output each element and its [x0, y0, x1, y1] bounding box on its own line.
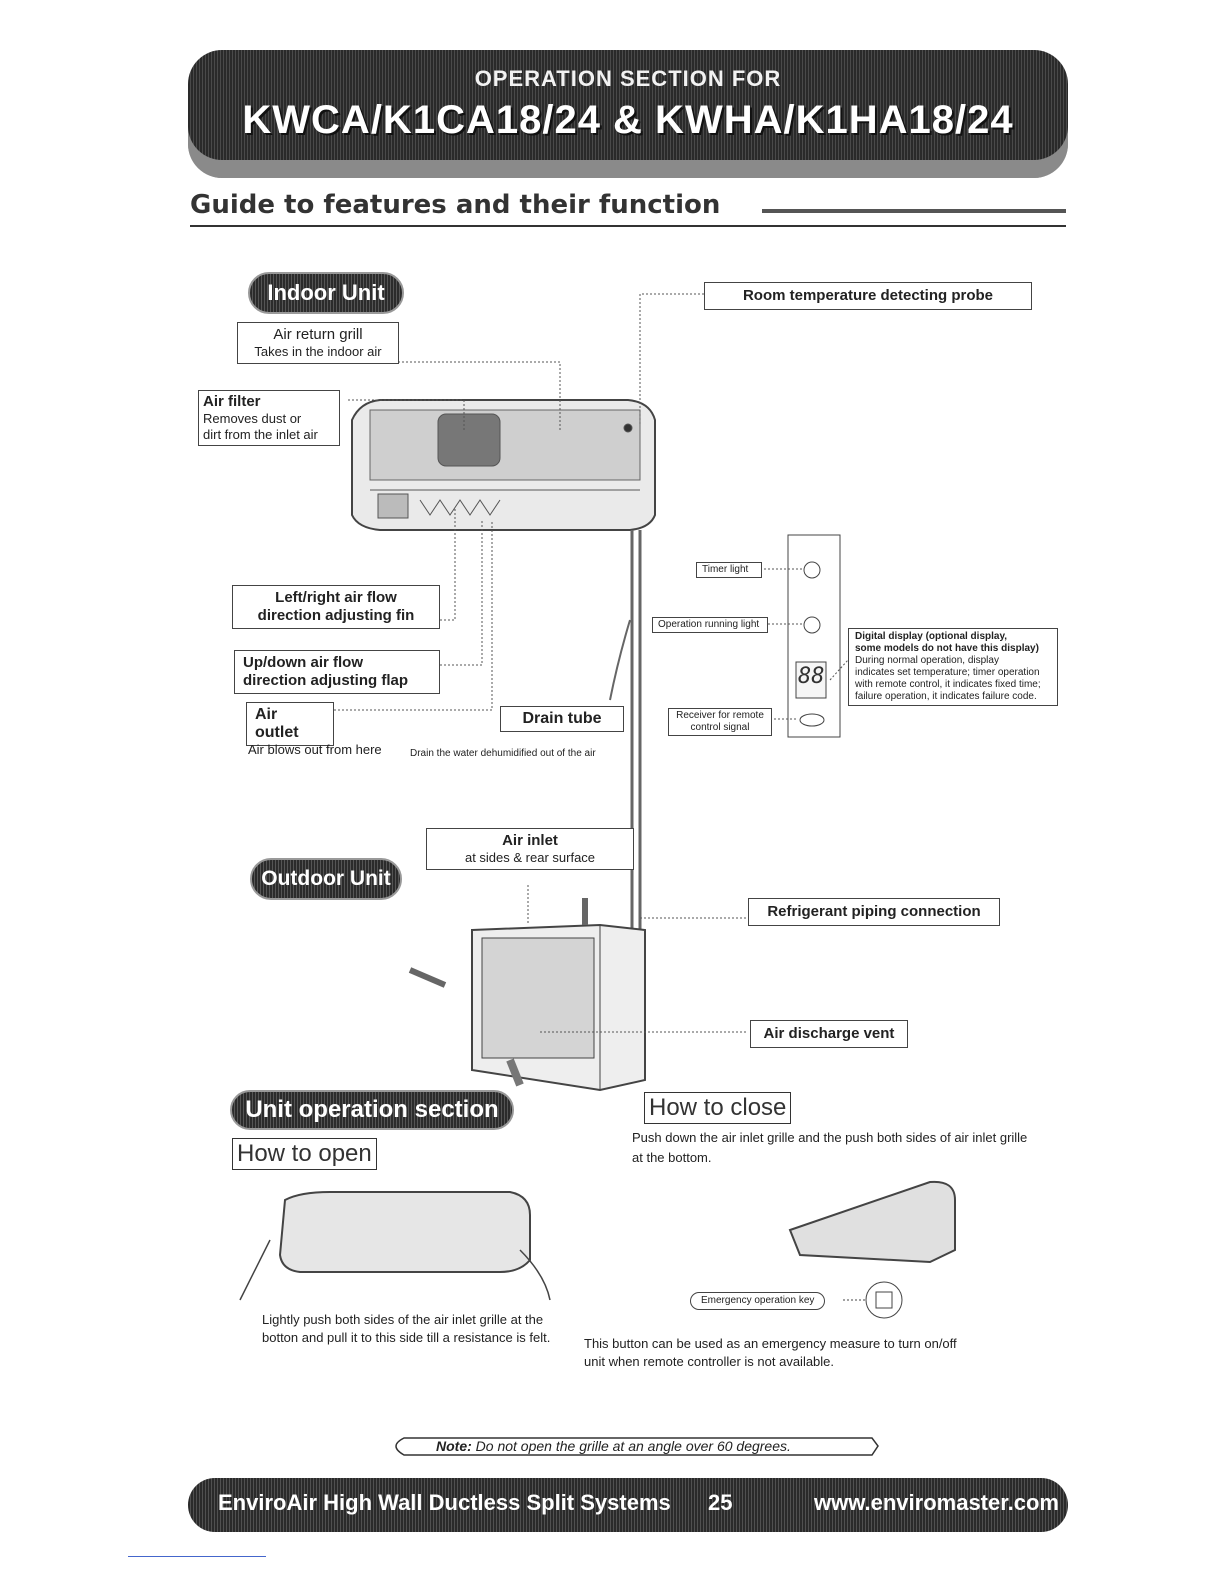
- display-line-4: indicates set temperature; timer operati…: [855, 667, 1040, 678]
- running-light-label: Operation running light: [652, 617, 768, 633]
- open-unit-drawing: [239, 1191, 551, 1301]
- digital-display-box: Digital display (optional display, some …: [848, 628, 1058, 706]
- how-to-close-title: How to close: [644, 1092, 792, 1124]
- footer-title: EnviroAir High Wall Ductless Split Syste…: [218, 1490, 671, 1515]
- emergency-desc-line-1: This button can be used as an emergency …: [584, 1336, 957, 1351]
- indoor-unit-label: Indoor Unit: [248, 272, 404, 314]
- flap-line-2: direction adjusting flap: [243, 672, 409, 689]
- close-desc-line-1: Push down the air inlet grille and the p…: [632, 1130, 1028, 1145]
- display-line-1: Digital display (optional display,: [855, 631, 1008, 642]
- air-filter-title: Air filter: [203, 393, 261, 410]
- drain-tube-label: Drain tube: [500, 706, 624, 732]
- display-line-6: failure operation, it indicates failure …: [855, 691, 1037, 702]
- room-probe-label: Room temperature detecting probe: [704, 282, 1032, 310]
- header-banner: [188, 50, 1068, 178]
- note-label: Note:: [436, 1438, 472, 1454]
- note-text: Do not open the grille at an angle over …: [475, 1438, 791, 1454]
- section-title: Guide to features and their function: [190, 190, 721, 220]
- display-line-2: some models do not have this display): [855, 643, 1039, 654]
- display-line-5: with remote control, it indicates fixed …: [855, 679, 1041, 690]
- control-panel-drawing: [787, 534, 841, 738]
- emergency-key-label: Emergency operation key: [690, 1292, 826, 1310]
- timer-light-label: Timer light: [696, 562, 762, 578]
- header-title: KWCA/K1CA18/24 & KWHA/K1HA18/24: [242, 98, 1014, 142]
- note: Note: Do not open the grille at an angle…: [436, 1438, 791, 1455]
- footer-website: www.enviromaster.com: [814, 1490, 1059, 1515]
- footer-page-number: 25: [708, 1490, 733, 1515]
- close-unit-drawing: [788, 1180, 956, 1319]
- display-line-3: During normal operation, display: [855, 655, 999, 666]
- header-subtitle: OPERATION SECTION FOR: [474, 66, 782, 91]
- receiver-line-2: control signal: [690, 722, 750, 733]
- how-to-open-title: How to open: [232, 1138, 377, 1170]
- air-outlet-label: Air outlet: [246, 702, 334, 746]
- discharge-label: Air discharge vent: [750, 1020, 908, 1048]
- outdoor-unit-label: Outdoor Unit: [250, 858, 402, 900]
- title-rule-accent: [762, 209, 1066, 213]
- footer-banner: EnviroAir High Wall Ductless Split Syste…: [188, 1478, 1068, 1532]
- receiver-line-1: Receiver for remote: [676, 710, 764, 721]
- title-rule: [190, 225, 1066, 227]
- close-desc-line-2: at the bottom.: [632, 1150, 712, 1165]
- air-filter-box: Air filter Removes dust or dirt from the…: [198, 390, 340, 446]
- note-outline: [395, 1437, 879, 1456]
- flap-line-1: Up/down air flow: [243, 654, 363, 671]
- air-filter-desc-2: dirt from the inlet air: [203, 427, 318, 442]
- operation-section-label: Unit operation section: [230, 1090, 514, 1130]
- air-return-grill-box: Air return grill Takes in the indoor air: [237, 322, 399, 364]
- air-inlet-box: Air inlet at sides & rear surface: [426, 828, 634, 870]
- drain-tube-desc: Drain the water dehumidified out of the …: [410, 748, 596, 759]
- air-outlet-desc: Air blows out from here: [248, 742, 382, 757]
- indoor-unit-drawing: [351, 399, 656, 531]
- receiver-label: Receiver for remote control signal: [668, 708, 772, 736]
- air-inlet-desc: at sides & rear surface: [464, 850, 596, 865]
- fin-line-2: direction adjusting fin: [257, 607, 415, 624]
- outdoor-unit-drawing: [408, 898, 646, 1092]
- fin-line-1: Left/right air flow: [275, 589, 397, 606]
- open-desc-line-2: botton and pull it to this side till a r…: [262, 1330, 551, 1345]
- air-return-title: Air return grill: [273, 326, 363, 343]
- air-filter-desc-1: Removes dust or: [203, 411, 302, 426]
- fin-box: Left/right air flow direction adjusting …: [232, 585, 440, 629]
- air-inlet-title: Air inlet: [502, 832, 558, 849]
- open-desc-line-1: Lightly push both sides of the air inlet…: [262, 1312, 544, 1327]
- digital-display-digits: 88: [798, 664, 825, 689]
- air-return-desc: Takes in the indoor air: [254, 344, 382, 359]
- flap-box: Up/down air flow direction adjusting fla…: [234, 650, 440, 694]
- refrigerant-label: Refrigerant piping connection: [748, 898, 1000, 926]
- bottom-rule: [128, 1556, 266, 1557]
- emergency-desc-line-2: unit when remote controller is not avail…: [584, 1354, 835, 1369]
